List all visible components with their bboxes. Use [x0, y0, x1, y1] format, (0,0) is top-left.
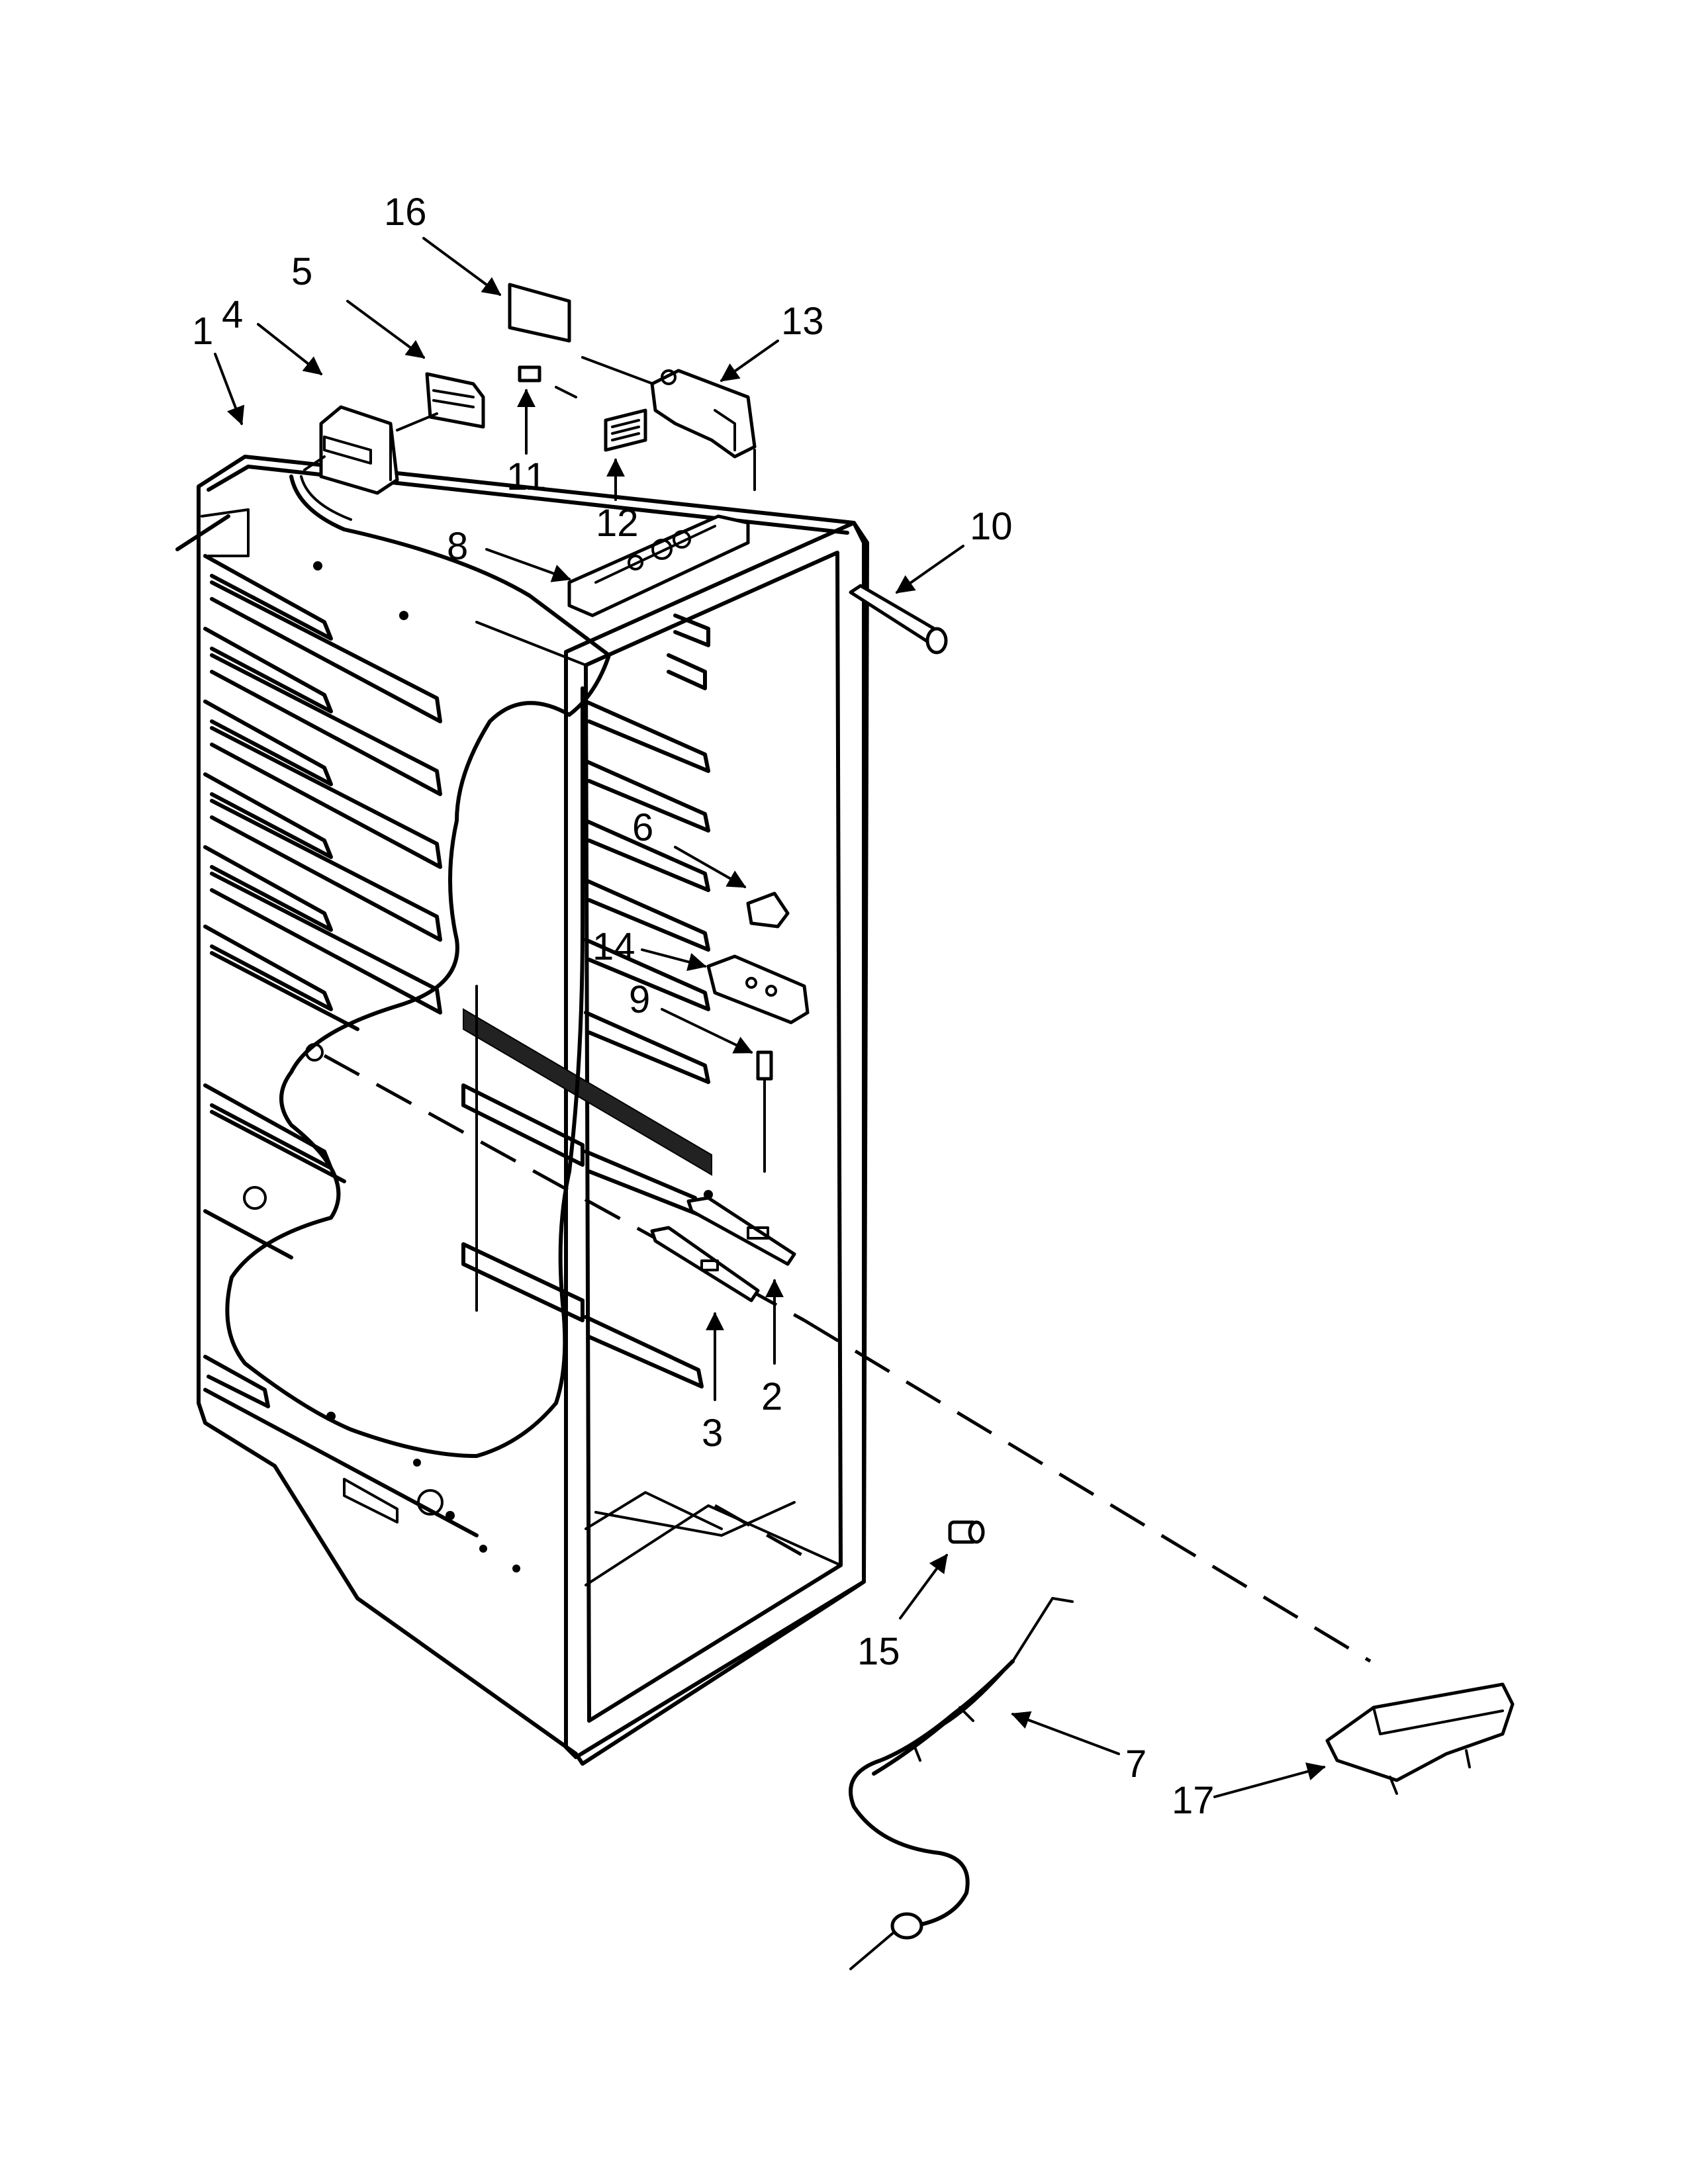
part-9-sensor [756, 1050, 773, 1173]
part-6-clip [746, 891, 790, 929]
callout-12: 12 [596, 502, 639, 545]
callout-8: 8 [447, 525, 468, 568]
part-11-connector [518, 365, 541, 383]
part-2-strip [686, 1196, 796, 1266]
part-5-cover [396, 372, 485, 432]
part-12-label [604, 408, 647, 452]
callout-9: 9 [629, 978, 650, 1021]
part-4-housing [303, 405, 399, 495]
callout-1: 1 [192, 310, 213, 353]
callout-10: 10 [970, 505, 1013, 548]
part-8-control-board [567, 514, 750, 617]
part-3-strip [650, 1226, 760, 1302]
callout-11: 11 [506, 455, 546, 498]
callout-4: 4 [222, 293, 243, 336]
callout-7: 7 [1125, 1743, 1147, 1786]
part-10-light-tube [849, 584, 948, 655]
callout-5: 5 [291, 250, 312, 293]
callout-2: 2 [761, 1375, 782, 1418]
part-14-housing [706, 954, 810, 1024]
part-17-cover [1325, 1682, 1515, 1795]
callout-15: 15 [857, 1630, 900, 1673]
callout-3: 3 [702, 1412, 723, 1455]
part-15-fitting [948, 1520, 985, 1544]
callout-13: 13 [781, 300, 824, 343]
callout-16: 16 [384, 191, 427, 234]
callout-6: 6 [632, 806, 653, 849]
part-13-bracket [650, 369, 757, 459]
callout-17: 17 [1172, 1779, 1215, 1822]
part-16-panel [508, 283, 571, 343]
cabinet-liner [175, 455, 869, 1766]
leader-arrows [214, 237, 1326, 1798]
part-7-tube-assembly [849, 1597, 1074, 1970]
callout-14: 14 [592, 925, 635, 968]
